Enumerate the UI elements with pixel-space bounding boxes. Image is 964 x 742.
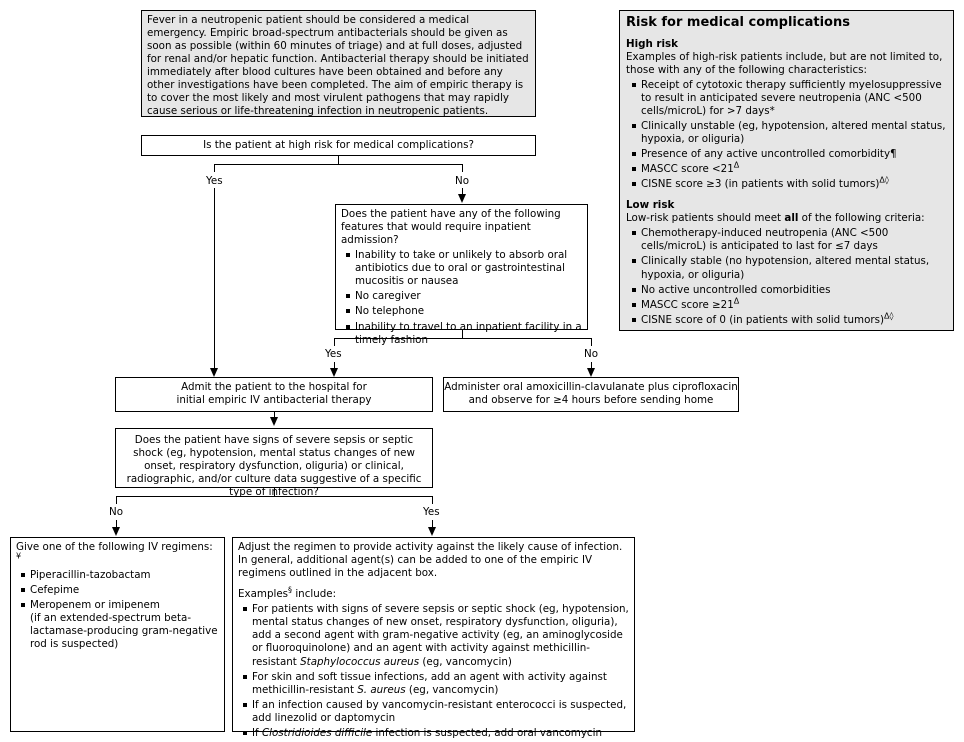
high-risk-title: High risk <box>626 37 679 50</box>
connector <box>334 362 335 368</box>
arrow-down <box>428 527 436 536</box>
regimen-item: Cefepime <box>19 584 219 597</box>
risk-title: Risk for medical complications <box>626 15 850 30</box>
adjust-regimen-box: Adjust the regimen to provide activity a… <box>232 537 635 739</box>
high-risk-item: CISNE score ≥3 (in patients with solid t… <box>630 176 947 191</box>
arrow-down <box>270 417 278 426</box>
risk-criteria-box: Risk for medical complications High risk… <box>619 10 954 331</box>
connector <box>214 164 463 165</box>
connector <box>214 164 215 172</box>
regimen-note: (if an extended-spectrum beta-lactamase-… <box>30 612 218 651</box>
high-risk-item: Receipt of cytotoxic therapy sufficientl… <box>630 79 947 118</box>
oral-line-2: and observe for ≥4 hours before sending … <box>468 394 714 407</box>
oral-line-1: Administer oral amoxicillin-clavulanate … <box>444 381 738 393</box>
arrow-down <box>210 368 218 377</box>
high-risk-item: Clinically unstable (eg, hypotension, al… <box>630 120 947 146</box>
question-sepsis-text: Does the patient have signs of severe se… <box>126 434 422 499</box>
question-high-risk: Is the patient at high risk for medical … <box>141 135 536 156</box>
oral-therapy-box: Administer oral amoxicillin-clavulanate … <box>443 377 739 412</box>
connector <box>274 488 275 496</box>
example-item: If Clostridioides difficile infection is… <box>241 727 629 740</box>
question-inpatient-text: Does the patient have any of the followi… <box>341 208 561 247</box>
list-item: No telephone <box>344 305 582 318</box>
connector <box>338 156 339 164</box>
connector <box>274 412 275 417</box>
list-item: No caregiver <box>344 290 582 303</box>
high-risk-item: Presence of any active uncontrolled como… <box>630 148 947 161</box>
connector <box>432 520 433 527</box>
low-risk-item: No active uncontrolled comorbidities <box>630 284 947 297</box>
example-item: For patients with signs of severe sepsis… <box>241 603 629 668</box>
connector <box>432 496 433 504</box>
example-item: If an infection caused by vancomycin-res… <box>241 699 629 725</box>
iv-regimens-box: Give one of the following IV regimens: ¥… <box>10 537 225 732</box>
arrow-down <box>458 194 466 203</box>
arrow-down <box>112 527 120 536</box>
admit-line-2: initial empiric IV antibacterial therapy <box>176 394 372 407</box>
intro-text: Fever in a neutropenic patient should be… <box>147 14 529 118</box>
label-no: No <box>584 348 599 360</box>
low-risk-title: Low risk <box>626 199 675 212</box>
arrow-down <box>587 368 595 377</box>
connector <box>334 338 335 346</box>
intro-box: Fever in a neutropenic patient should be… <box>141 10 536 117</box>
low-risk-intro: Low-risk patients should meet all of the… <box>626 212 925 225</box>
admit-box: Admit the patient to the hospital for in… <box>115 377 433 412</box>
low-risk-item: Chemotherapy-induced neutropenia (ANC <5… <box>630 227 947 253</box>
list-item: Inability to travel to an inpatient faci… <box>344 321 582 347</box>
connector <box>462 188 463 195</box>
label-yes: Yes <box>206 175 223 187</box>
connector <box>334 338 592 339</box>
label-yes: Yes <box>325 348 342 360</box>
connector <box>116 496 117 504</box>
question-sepsis: Does the patient have signs of severe se… <box>115 428 433 498</box>
iv-regimens-title: Give one of the following IV regimens: ¥ <box>16 541 213 561</box>
question-inpatient: Does the patient have any of the followi… <box>335 204 588 346</box>
connector <box>116 520 117 527</box>
examples-label: Examples§ include: <box>238 585 337 601</box>
list-item: Inability to take or unlikely to absorb … <box>344 249 582 288</box>
high-risk-item: MASCC score <21Δ <box>630 161 947 176</box>
example-item: For skin and soft tissue infections, add… <box>241 671 629 697</box>
question-high-risk-text: Is the patient at high risk for medical … <box>203 139 474 151</box>
label-no: No <box>109 506 124 518</box>
low-risk-item: MASCC score ≥21Δ <box>630 297 947 312</box>
connector <box>591 338 592 346</box>
connector <box>462 330 463 338</box>
regimen-item: Piperacillin-tazobactam <box>19 569 219 582</box>
admit-line-1: Admit the patient to the hospital for <box>181 381 367 393</box>
arrow-down <box>330 368 338 377</box>
connector <box>591 362 592 368</box>
connector <box>462 164 463 172</box>
adjust-intro: Adjust the regimen to provide activity a… <box>238 541 623 580</box>
low-risk-item: CISNE score of 0 (in patients with solid… <box>630 312 947 327</box>
connector <box>116 496 433 497</box>
regimen-item: Meropenem or imipenem (if an extended-sp… <box>19 599 219 651</box>
low-risk-item: Clinically stable (no hypotension, alter… <box>630 255 947 281</box>
label-no: No <box>455 175 470 187</box>
high-risk-intro: Examples of high-risk patients include, … <box>626 50 943 76</box>
connector <box>214 188 215 368</box>
label-yes: Yes <box>423 506 440 518</box>
